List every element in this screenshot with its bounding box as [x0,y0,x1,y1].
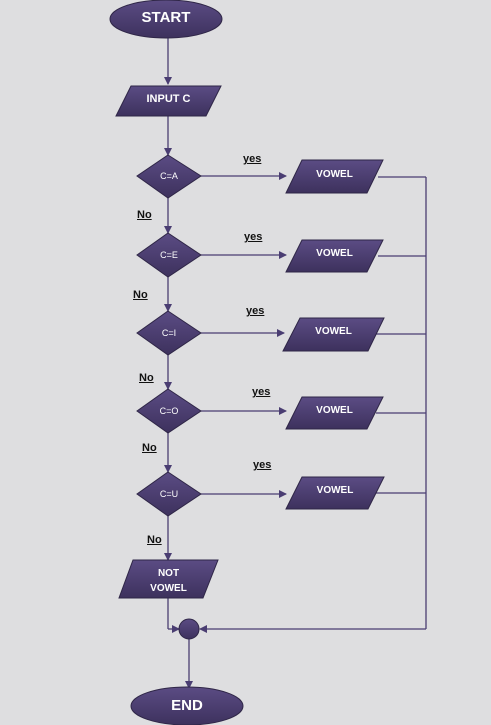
decision-c-e [136,232,202,278]
not-vowel-output [118,559,219,599]
vowel-output-1 [285,159,384,194]
vowel-output-2 [285,239,384,273]
connectors [164,38,427,689]
decision-c-o [136,388,202,434]
vowel-output-3 [282,317,385,352]
vowel-output-4 [285,396,384,430]
start-terminal [109,0,223,39]
shapes [109,0,385,725]
merge-connector [178,618,200,640]
decision-c-u [136,471,202,517]
decision-c-a [136,154,202,199]
vowel-output-5 [285,476,385,510]
decision-c-i [136,310,202,356]
input-parallelogram [115,85,222,117]
end-terminal [130,686,244,725]
